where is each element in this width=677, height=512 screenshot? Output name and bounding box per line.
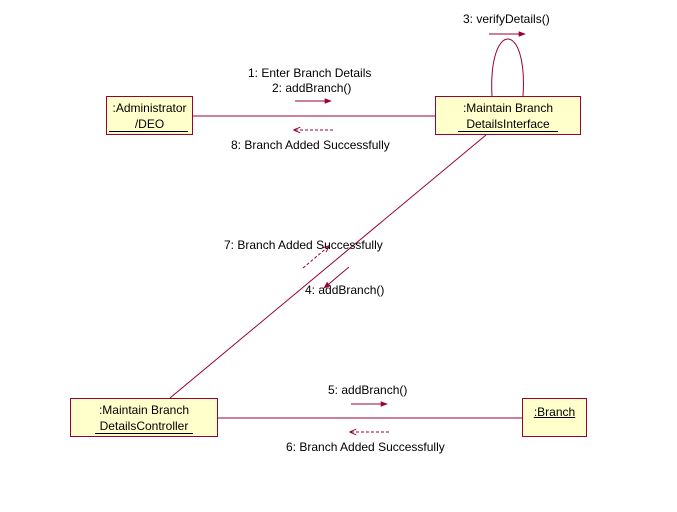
message-8-label: 8: Branch Added Successfully (231, 138, 390, 152)
object-administrator[interactable]: :Administrator /DEO (106, 96, 193, 135)
self-link-interface (491, 38, 524, 97)
object-interface-class: DetailsInterface (466, 117, 550, 131)
arrow-m7 (302, 246, 329, 269)
object-branch[interactable]: :Branch (522, 398, 587, 437)
object-interface-name: :Maintain Branch (462, 101, 554, 115)
message-3-label: 3: verifyDetails() (463, 12, 550, 26)
object-controller-class: DetailsController (99, 419, 189, 433)
object-administrator-name: :Administrator (112, 101, 187, 115)
message-6-label: 6: Branch Added Successfully (286, 440, 445, 454)
object-interface-underline (458, 131, 558, 132)
object-interface[interactable]: :Maintain Branch DetailsInterface (435, 96, 581, 135)
message-1-label: 1: Enter Branch Details (248, 66, 372, 80)
link-interface-controller (169, 134, 487, 399)
arrow-m4 (323, 266, 350, 289)
object-controller-name: :Maintain Branch (98, 403, 190, 417)
message-7-label: 7: Branch Added Successfully (224, 238, 383, 252)
object-controller[interactable]: :Maintain Branch DetailsController (70, 398, 218, 437)
message-2-label: 2: addBranch() (272, 81, 352, 95)
object-branch-name: :Branch (533, 405, 576, 419)
object-administrator-role: /DEO (134, 117, 165, 131)
message-4-label: 4: addBranch() (305, 283, 385, 297)
message-5-label: 5: addBranch() (328, 383, 408, 397)
object-controller-underline (95, 433, 193, 434)
object-administrator-underline (109, 131, 188, 132)
